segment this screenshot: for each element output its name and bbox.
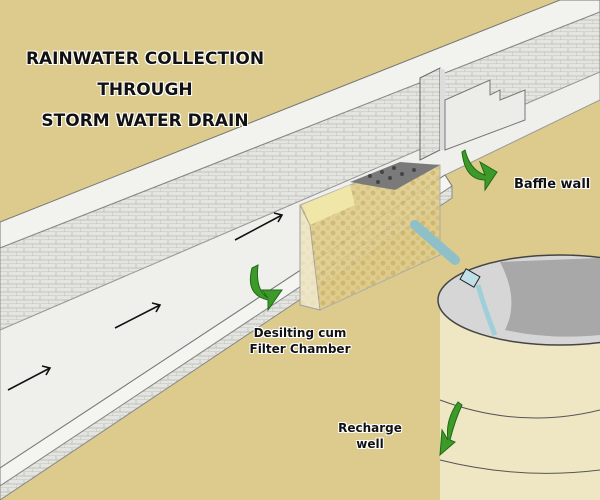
filter-chamber-label-line-2: Filter Chamber (249, 342, 351, 356)
filter-chamber-label: Desilting cum Filter Chamber (240, 325, 360, 357)
flow-arrow-icon (7, 365, 52, 391)
green-arrow-icon (249, 264, 283, 312)
recharge-well (437, 254, 600, 500)
filter-chamber (299, 162, 441, 311)
back-wall-face (0, 11, 600, 331)
pipe (410, 220, 460, 265)
green-arrow-icon (439, 401, 463, 457)
baffle-wall-label: Baffle wall (514, 177, 591, 192)
recharge-well-label: Recharge well (330, 420, 410, 452)
title-line-2: THROUGH (97, 80, 193, 100)
green-arrow-icon (461, 149, 498, 192)
recharge-well-label-line-1: Recharge (338, 421, 402, 435)
diagram-title: RAINWATER COLLECTION THROUGH STORM WATER… (10, 44, 280, 137)
flow-arrow-icon (114, 302, 162, 329)
title-line-1: RAINWATER COLLECTION (25, 49, 265, 69)
recharge-well-label-line-2: well (356, 437, 384, 451)
title-line-3: STORM WATER DRAIN (41, 111, 249, 131)
back-wall-top (0, 0, 600, 249)
flow-arrow-icon (234, 212, 284, 241)
baffle-wall (419, 67, 526, 161)
green-arrows (249, 149, 498, 457)
flow-arrows (7, 212, 284, 391)
filter-chamber-label-line-1: Desilting cum (253, 326, 347, 340)
